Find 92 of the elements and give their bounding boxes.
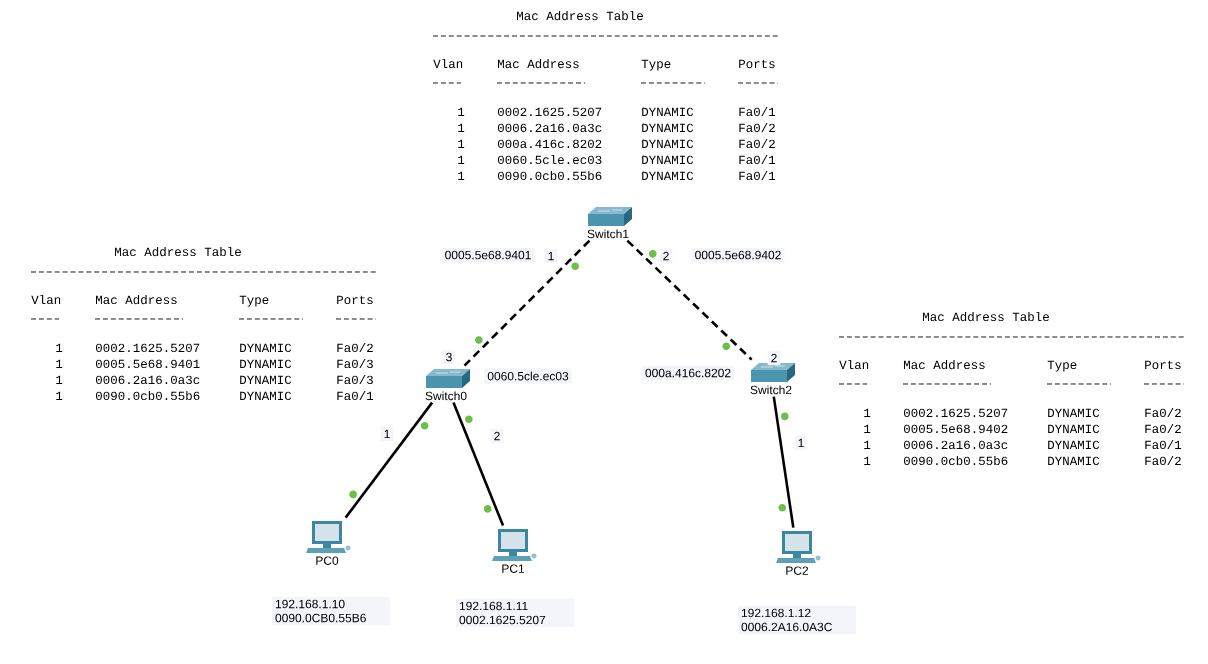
- column-header: Vlan: [433, 58, 463, 69]
- mac-label: 000a.416c.8202: [641, 365, 735, 381]
- column-header: Vlan: [839, 359, 869, 370]
- device-label: PC2: [786, 566, 809, 575]
- address-label: 192.168.1.12 0006.2A16.0A3C: [738, 605, 856, 635]
- column-header: Mac Address: [904, 359, 985, 370]
- table-cell: Fa0/2: [337, 342, 373, 353]
- table-cell: 1: [56, 359, 63, 368]
- table-cell: DYNAMIC: [240, 359, 292, 369]
- table-cell: Fa0/1: [337, 390, 374, 401]
- table-title: Mac Address Table: [923, 311, 1049, 322]
- table-cell: 1: [864, 424, 871, 433]
- table-cell: 0006.2a16.0a3c: [95, 375, 200, 385]
- column-header: Ports: [739, 59, 775, 69]
- table-cell: DYNAMIC: [1048, 408, 1100, 418]
- column-header: Type: [641, 59, 671, 71]
- table-cell: 0002.1625.5207: [497, 107, 602, 117]
- table-cell: DYNAMIC: [642, 107, 694, 117]
- device-label: PC0: [316, 556, 339, 565]
- device-label: Switch2: [750, 385, 792, 395]
- table-cell: 1: [458, 139, 465, 148]
- column-header: Type: [1047, 360, 1077, 372]
- table-cell: 0005.5e68.9402: [903, 424, 1008, 434]
- table-cell: 0090.0cb0.55b6: [497, 170, 602, 181]
- table-cell: 000a.416c.8202: [497, 139, 602, 149]
- table-title: Mac Address Table: [517, 10, 643, 21]
- port-number: 1: [380, 426, 394, 442]
- table-cell: 1: [56, 391, 63, 400]
- table-cell: DYNAMIC: [240, 391, 292, 401]
- cable-line: [772, 396, 795, 528]
- table-cell: 0060.5cle.ec03: [497, 154, 602, 165]
- table-cell: 0002.1625.5207: [903, 408, 1008, 418]
- cable-line: [463, 239, 591, 367]
- table-cell: DYNAMIC: [240, 343, 292, 353]
- table-cell: 1: [864, 456, 871, 465]
- table-cell: 0006.2a16.0a3c: [497, 123, 602, 133]
- table-cell: Fa0/2: [1145, 423, 1181, 434]
- address-label: 192.168.1.10 0090.0CB0.55B6: [272, 596, 390, 626]
- device-label: Switch1: [587, 229, 629, 239]
- address-label: 192.168.1.11 0002.1625.5207: [456, 598, 574, 628]
- column-header: Type: [239, 295, 269, 307]
- device-label: PC1: [502, 564, 525, 573]
- table-cell: 0002.1625.5207: [95, 343, 200, 353]
- cable-line: [344, 401, 434, 519]
- table-cell: 0090.0cb0.55b6: [95, 390, 200, 401]
- table-cell: 0006.2a16.0a3c: [903, 440, 1008, 450]
- table-cell: Fa0/1: [739, 106, 776, 117]
- column-header: Vlan: [31, 294, 61, 305]
- cable-line: [626, 239, 753, 361]
- table-cell: DYNAMIC: [642, 171, 694, 181]
- port-number: 2: [490, 428, 504, 444]
- mac-label: 0005.5e68.9402: [691, 247, 785, 263]
- table-cell: 1: [458, 171, 465, 180]
- table-cell: 1: [458, 155, 465, 164]
- table-title: Mac Address Table: [115, 246, 241, 257]
- table-cell: DYNAMIC: [642, 139, 694, 149]
- table-cell: Fa0/2: [739, 122, 775, 133]
- table-cell: 1: [56, 343, 63, 352]
- table-cell: Fa0/3: [337, 374, 373, 385]
- table-cell: DYNAMIC: [642, 155, 694, 165]
- table-cell: 0090.0cb0.55b6: [903, 455, 1008, 466]
- port-number: 1: [794, 435, 808, 451]
- table-cell: Fa0/1: [739, 170, 776, 181]
- table-cell: Fa0/1: [739, 154, 776, 165]
- table-cell: 1: [56, 375, 63, 384]
- port-number: 1: [544, 248, 558, 264]
- mac-label: 0005.5e68.9401: [441, 247, 535, 263]
- column-header: Mac Address: [96, 294, 177, 305]
- column-header: Mac Address: [498, 58, 579, 69]
- port-number: 2: [659, 248, 673, 264]
- table-cell: Fa0/2: [1145, 455, 1181, 466]
- table-cell: DYNAMIC: [1048, 440, 1100, 450]
- table-cell: DYNAMIC: [642, 123, 694, 133]
- table-cell: DYNAMIC: [1048, 424, 1100, 434]
- table-cell: 1: [864, 440, 871, 449]
- table-cell: Fa0/3: [337, 358, 373, 369]
- mac-label: 0060.5cle.ec03: [484, 368, 572, 384]
- table-cell: 1: [458, 123, 465, 132]
- table-cell: Fa0/2: [1145, 407, 1181, 418]
- table-cell: 0005.5e68.9401: [95, 359, 200, 369]
- table-cell: DYNAMIC: [1048, 456, 1100, 466]
- table-cell: DYNAMIC: [240, 375, 292, 385]
- table-cell: Fa0/2: [739, 138, 775, 149]
- cable-line: [452, 402, 505, 527]
- port-number: 3: [442, 349, 456, 365]
- device-label: Switch0: [425, 391, 467, 401]
- column-header: Ports: [337, 295, 373, 305]
- port-number: 2: [767, 350, 781, 366]
- table-cell: Fa0/1: [1145, 439, 1182, 450]
- column-header: Ports: [1145, 360, 1181, 370]
- table-cell: 1: [864, 408, 871, 417]
- table-cell: 1: [458, 107, 465, 116]
